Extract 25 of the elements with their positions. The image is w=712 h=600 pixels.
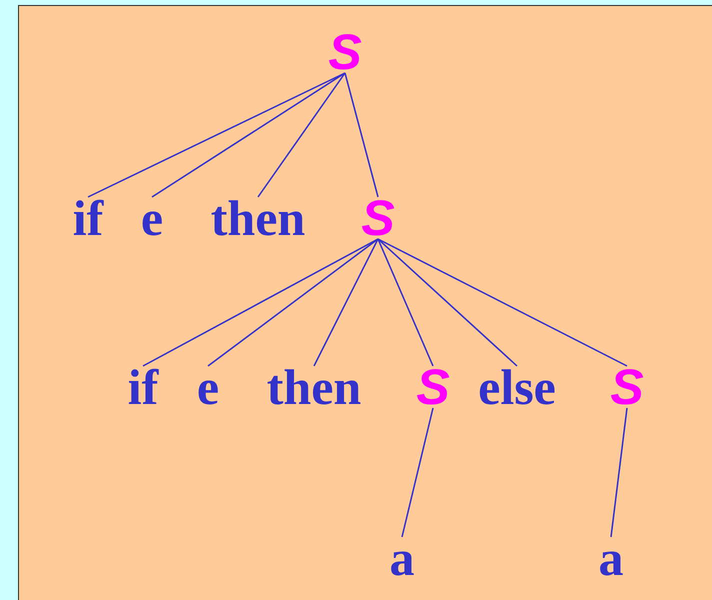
terminal-symbol: then xyxy=(266,362,362,412)
terminal-symbol: a xyxy=(390,533,414,583)
nonterminal-symbol: S xyxy=(416,362,450,412)
tree-branch xyxy=(142,238,378,367)
tree-branch xyxy=(401,408,434,538)
tree-branch xyxy=(344,72,379,198)
terminal-symbol: a xyxy=(598,533,624,583)
terminal-symbol: else xyxy=(478,362,556,412)
terminal-symbol: e xyxy=(196,362,220,412)
tree-branch xyxy=(208,238,378,367)
nonterminal-symbol: S xyxy=(361,193,395,243)
tree-branch xyxy=(610,408,628,538)
nonterminal-symbol: S xyxy=(328,27,362,77)
terminal-symbol: if xyxy=(72,193,104,243)
tree-branch xyxy=(377,238,434,366)
tree-branch xyxy=(378,238,518,367)
terminal-symbol: then xyxy=(210,193,306,243)
tree-branch xyxy=(378,238,628,367)
terminal-symbol: if xyxy=(128,362,158,412)
tree-branch xyxy=(88,72,346,198)
terminal-symbol: e xyxy=(140,193,164,243)
tree-branch xyxy=(313,238,379,366)
tree-branch xyxy=(152,72,346,198)
tree-branch xyxy=(257,72,346,198)
nonterminal-symbol: S xyxy=(610,362,644,412)
